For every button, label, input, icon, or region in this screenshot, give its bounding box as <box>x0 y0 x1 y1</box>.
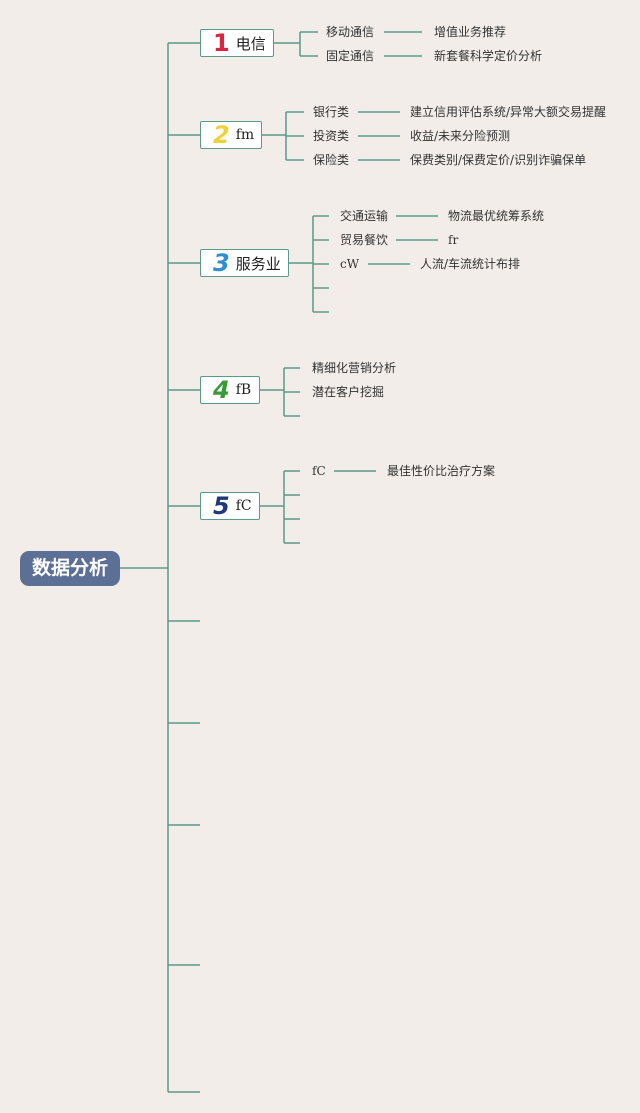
branch-node-4[interactable]: 4 fB <box>200 376 260 404</box>
child-label[interactable]: 投资类 <box>313 129 350 143</box>
detail-label[interactable]: 新套餐科学定价分析 <box>434 49 543 63</box>
branch-label-3: 服务业 <box>235 254 281 273</box>
child-label[interactable]: cW <box>340 257 360 271</box>
detail-label[interactable]: 增值业务推荐 <box>434 25 507 39</box>
child-label[interactable]: 固定通信 <box>326 49 375 63</box>
child-label[interactable]: 精细化营销分析 <box>312 361 397 375</box>
detail-label[interactable]: 收益/未来分险预测 <box>410 129 511 143</box>
branch-label-5: fC <box>235 498 252 514</box>
detail-label[interactable]: 最佳性价比治疗方案 <box>387 464 496 478</box>
root-node[interactable]: 数据分析 <box>20 551 120 586</box>
detail-label[interactable]: fr <box>448 233 459 247</box>
branch-number-4: 4 <box>213 376 230 404</box>
detail-label[interactable]: 建立信用评估系统/异常大额交易提醒 <box>410 105 607 119</box>
branch-number-3: 3 <box>213 249 230 277</box>
branch-node-2[interactable]: 2 fm <box>200 121 262 149</box>
child-label[interactable]: 保险类 <box>313 153 350 167</box>
child-label[interactable]: 移动通信 <box>326 25 375 39</box>
branch-number-1: 1 <box>213 29 230 57</box>
branch-number-5: 5 <box>213 492 230 520</box>
branch-number-2: 2 <box>213 121 230 149</box>
branch-node-3[interactable]: 3 服务业 <box>200 249 289 277</box>
child-label[interactable]: 银行类 <box>313 105 350 119</box>
child-label[interactable]: 潜在客户挖掘 <box>312 385 385 399</box>
branch-node-5[interactable]: 5 fC <box>200 492 260 520</box>
child-label[interactable]: fC <box>312 464 326 478</box>
child-label[interactable]: 交通运输 <box>340 209 389 223</box>
branch-label-2: fm <box>235 127 255 143</box>
branch-label-1: 电信 <box>235 34 266 53</box>
detail-label[interactable]: 人流/车流统计布排 <box>420 257 521 271</box>
child-label[interactable]: 贸易餐饮 <box>340 233 389 247</box>
branch-label-4: fB <box>235 382 252 398</box>
detail-label[interactable]: 保费类别/保费定价/识别诈骗保单 <box>410 153 587 167</box>
branch-node-1[interactable]: 1 电信 <box>200 29 274 57</box>
detail-label[interactable]: 物流最优统筹系统 <box>448 209 545 223</box>
